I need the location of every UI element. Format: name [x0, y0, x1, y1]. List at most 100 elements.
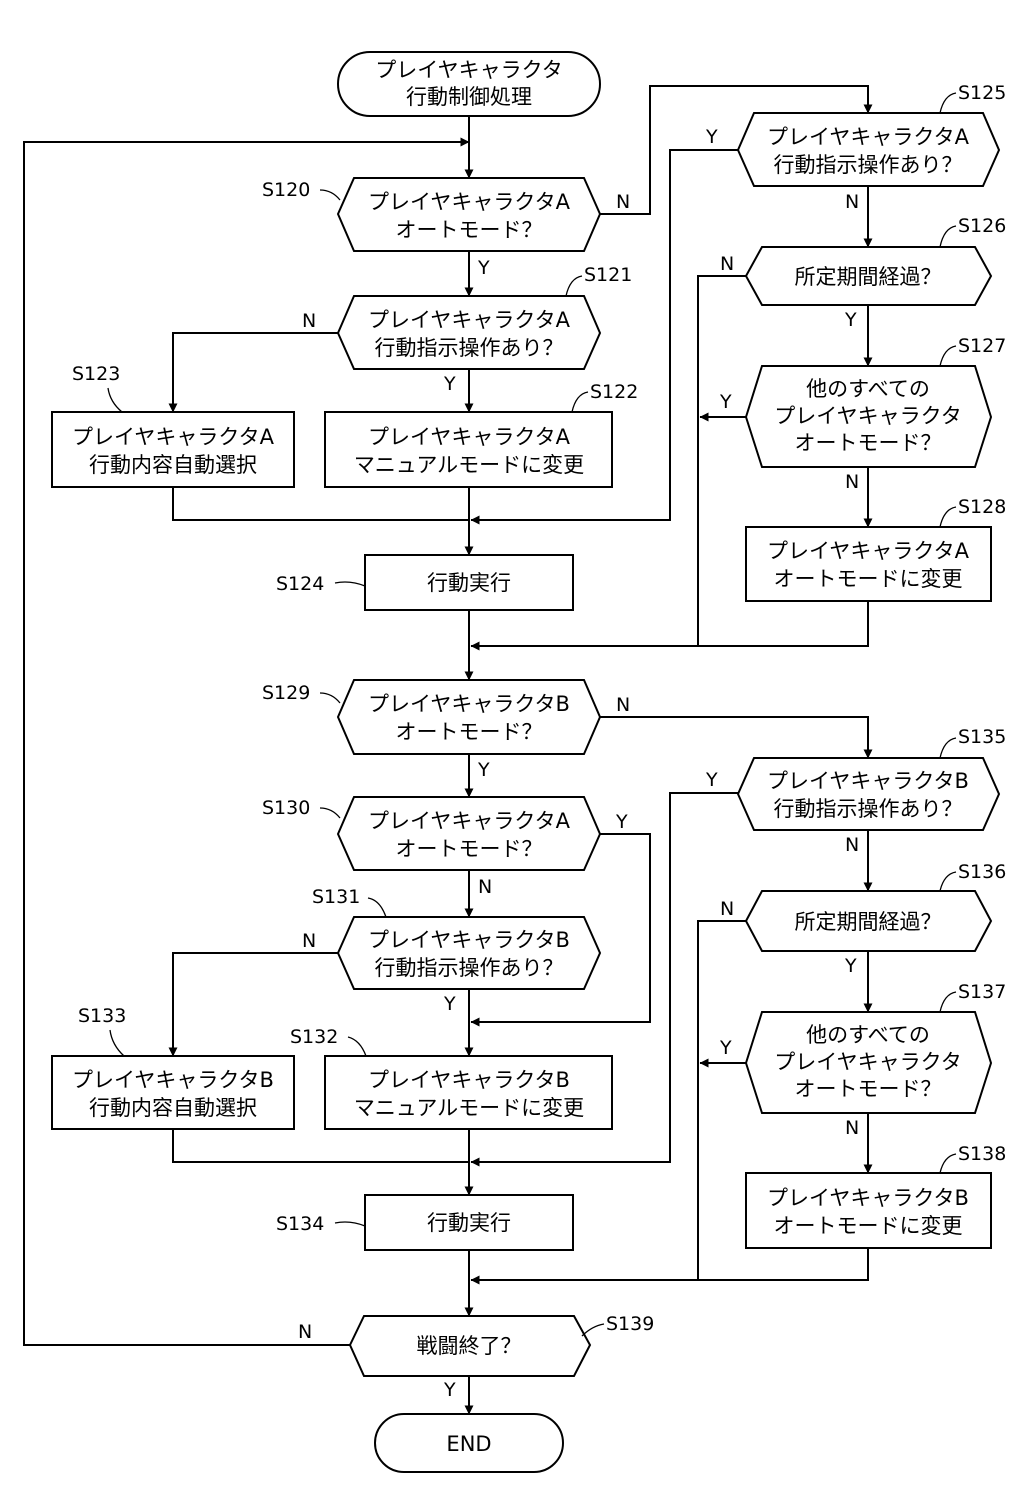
s121-decision — [336, 295, 602, 370]
s133-process — [51, 1055, 295, 1130]
s125-yes-label: Y — [705, 126, 718, 148]
edge-s126-no-merge — [697, 275, 746, 646]
label-s123: S123 — [72, 363, 120, 385]
s127-text: 他のすべてのプレイヤキャラクタオートモード？ — [774, 377, 962, 455]
s130-no-label: N — [478, 876, 492, 898]
s132-process — [324, 1055, 613, 1130]
label-s122: S122 — [590, 381, 638, 403]
edge-s123-merge — [172, 487, 469, 521]
label-s133: S133 — [78, 1005, 126, 1027]
label-s128: S128 — [958, 496, 1006, 518]
s120-yes-label: Y — [477, 257, 490, 279]
label-s138: S138 — [958, 1143, 1006, 1165]
s125-decision — [736, 112, 1001, 187]
label-s130: S130 — [262, 797, 310, 819]
s137-decision — [744, 1011, 993, 1114]
s137-text: 他のすべてのプレイヤキャラクタオートモード？ — [774, 1023, 962, 1101]
label-s137: S137 — [958, 981, 1006, 1003]
label-s136: S136 — [958, 861, 1006, 883]
connectors — [23, 85, 873, 1415]
edge-s128-merge — [470, 601, 869, 651]
s135-yes-label: Y — [705, 769, 718, 791]
s124-text: 行動実行 — [427, 571, 511, 595]
s120-no-label: N — [616, 191, 630, 213]
start-text: プレイヤキャラクタ行動制御処理 — [375, 58, 563, 109]
s134-process — [364, 1194, 574, 1251]
label-s127: S127 — [958, 335, 1006, 357]
s134-text: 行動実行 — [427, 1211, 511, 1235]
edge-s125-yes-merge — [470, 149, 738, 525]
s135-no-label: N — [845, 834, 859, 856]
s122-process — [324, 411, 613, 488]
label-s126: S126 — [958, 215, 1006, 237]
s126-text: 所定期間経過？ — [795, 265, 942, 289]
s139-no-label: N — [298, 1321, 312, 1343]
label-s131: S131 — [312, 886, 360, 908]
label-s120: S120 — [262, 179, 310, 201]
s131-decision — [336, 916, 602, 990]
edge-s130-yes — [470, 833, 651, 1027]
s123-process — [51, 411, 295, 488]
edge-s136-no-merge — [697, 920, 746, 1280]
s124-process — [364, 554, 574, 611]
edge-s138-merge — [470, 1248, 869, 1285]
s128-process — [745, 526, 992, 602]
start-terminal — [337, 51, 601, 117]
s136-text: 所定期間経過？ — [795, 910, 942, 934]
s137-no-label: N — [845, 1117, 859, 1139]
end-terminal — [374, 1413, 564, 1473]
s127-yes-label: Y — [719, 391, 732, 413]
s131-no-label: N — [302, 930, 316, 952]
label-s121: S121 — [584, 264, 632, 286]
s136-no-label: N — [720, 898, 734, 920]
s126-no-label: N — [720, 253, 734, 275]
edge-s120-no-s125 — [600, 85, 873, 215]
step-labels: S120 S121 S122 S123 S124 S125 S126 S127 … — [72, 82, 1006, 1337]
s129-no-label: N — [616, 694, 630, 716]
label-s132: S132 — [290, 1026, 338, 1048]
s130-yes-label: Y — [615, 811, 628, 833]
s138-process — [745, 1172, 992, 1249]
s137-yes-label: Y — [719, 1037, 732, 1059]
s129-decision — [336, 679, 602, 755]
s139-yes-label: Y — [443, 1379, 456, 1401]
s127-no-label: N — [845, 471, 859, 493]
shapes — [51, 51, 1001, 1473]
s121-no-label: N — [302, 310, 316, 332]
edge-s131-no-s133 — [168, 952, 338, 1057]
label-s125: S125 — [958, 82, 1006, 104]
label-s134: S134 — [276, 1213, 324, 1235]
s129-yes-label: Y — [477, 759, 490, 781]
edge-s121-no-s123 — [168, 332, 338, 413]
branch-labels: N Y N Y Y N N Y Y N N Y Y N N Y Y N N Y … — [298, 126, 859, 1401]
label-s124: S124 — [276, 573, 324, 595]
s125-no-label: N — [845, 191, 859, 213]
s126-yes-label: Y — [844, 309, 857, 331]
edge-s135-yes-merge — [470, 792, 738, 1167]
s126-decision — [744, 246, 993, 306]
s139-decision — [348, 1315, 592, 1377]
s135-decision — [736, 757, 1001, 831]
end-text: END — [446, 1432, 491, 1456]
s136-yes-label: Y — [844, 955, 857, 977]
label-s135: S135 — [958, 726, 1006, 748]
s139-text: 戦闘終了？ — [417, 1334, 522, 1358]
label-s139: S139 — [606, 1313, 654, 1335]
s127-decision — [744, 365, 993, 468]
s130-decision — [336, 796, 602, 871]
s121-yes-label: Y — [443, 373, 456, 395]
